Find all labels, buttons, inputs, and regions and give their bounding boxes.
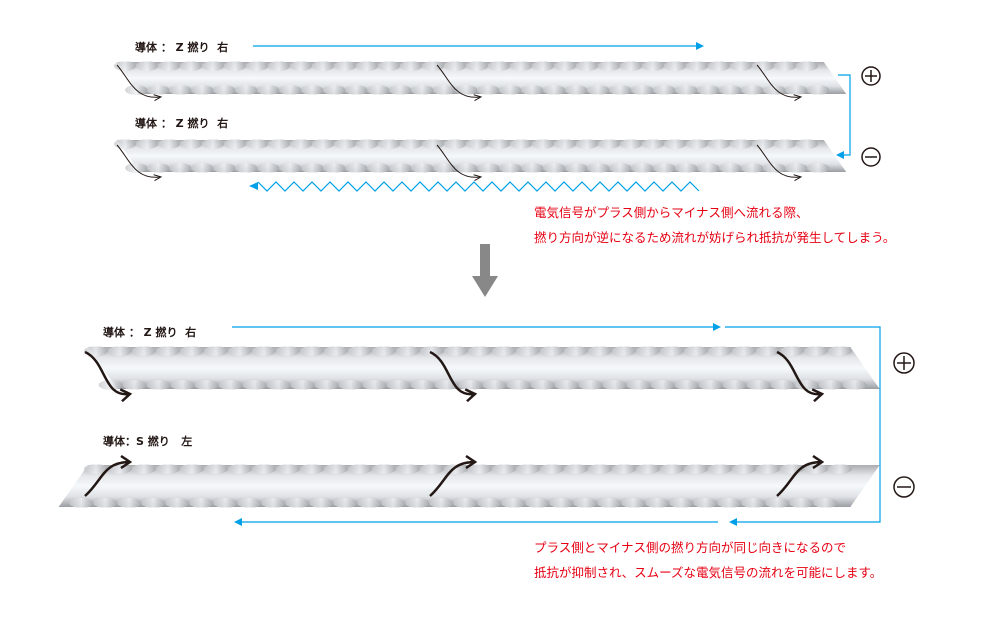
conductor-s-twist [58, 464, 880, 508]
conductor-z-twist [114, 139, 847, 173]
conductor-label: 導体 ： Z 撚り 右 [103, 326, 197, 339]
note-line: プラス側とマイナス側の撚り方向が同じ向きになるので [534, 540, 847, 555]
conductor-label: 導体 ： Z 撚り 右 [135, 41, 229, 54]
flow-bracket-top [836, 74, 851, 159]
note-after: プラス側とマイナス側の撚り方向が同じ向きになるので 抵抗が抑制され、スムーズな電… [534, 535, 882, 585]
note-before: 電気信号がプラス側からマイナス側へ流れる際、 撚り方向が逆になるため流れが妨げら… [534, 200, 895, 250]
flow-bracket-after [725, 326, 881, 526]
twist-direction-arrow [429, 462, 475, 497]
conductor-label: 導体：S 撚り 左 [103, 435, 193, 448]
minus-icon [893, 476, 915, 498]
conductor-label: 導体 ： Z 撚り 右 [135, 117, 229, 130]
resistance-zigzag-arrow [257, 181, 700, 192]
twist-direction-arrow [776, 350, 822, 394]
twist-direction-arrow [84, 462, 130, 497]
plus-icon [861, 66, 881, 86]
twist-arrows-after [84, 350, 822, 497]
down-arrow-icon [472, 244, 498, 297]
note-line: 撚り方向が逆になるため流れが妨げられ抵抗が発生してしまう。 [534, 230, 896, 245]
twist-arrows-before [116, 64, 800, 177]
conductor-z-twist [84, 346, 880, 390]
minus-icon [861, 147, 881, 167]
plus-icon [893, 352, 915, 374]
twist-direction-arrow [429, 350, 475, 394]
twist-direction-arrow [776, 462, 822, 497]
conductor-z-twist [114, 61, 847, 95]
note-line: 抵抗が抑制され、スムーズな電気信号の流れを可能にします。 [534, 565, 883, 580]
twist-direction-arrow [84, 350, 130, 394]
note-line: 電気信号がプラス側からマイナス側へ流れる際、 [534, 205, 809, 220]
zigzag-arrowhead [249, 182, 258, 190]
